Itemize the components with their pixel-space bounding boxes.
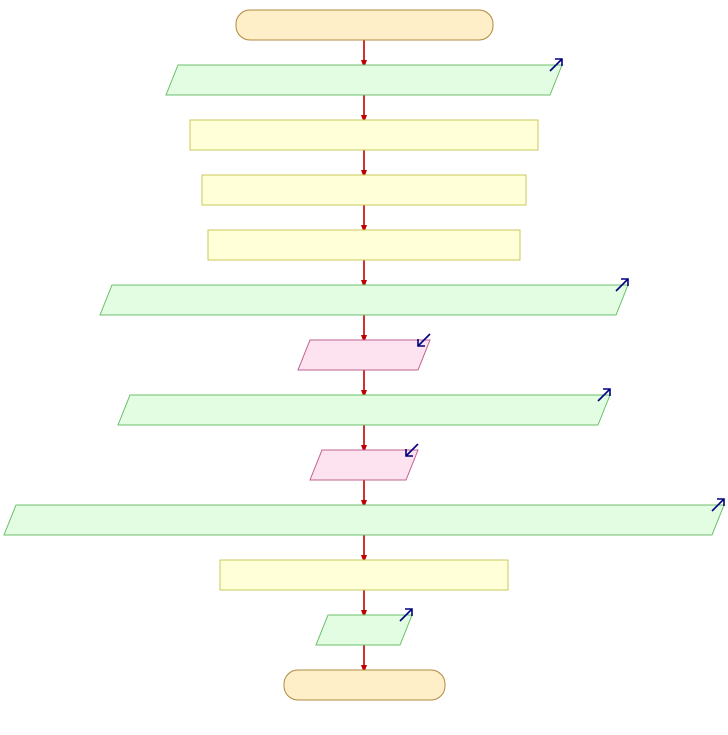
output-node[interactable]: [117, 388, 611, 426]
process-node[interactable]: [207, 229, 521, 261]
output-node[interactable]: [3, 498, 725, 536]
output-arrow-icon: [549, 58, 563, 72]
output-node[interactable]: [315, 608, 413, 646]
output-node[interactable]: [99, 278, 629, 316]
input-arrow-icon: [405, 443, 419, 457]
output-arrow-icon: [399, 608, 413, 622]
output-arrow-icon: [615, 278, 629, 292]
start-terminal[interactable]: [235, 9, 494, 41]
output-node[interactable]: [165, 58, 563, 96]
process-node[interactable]: [219, 559, 509, 591]
input-node[interactable]: [297, 333, 431, 371]
process-node[interactable]: [201, 174, 527, 206]
output-arrow-icon: [597, 388, 611, 402]
process-node[interactable]: [189, 119, 539, 151]
input-node[interactable]: [309, 443, 419, 481]
input-arrow-icon: [417, 333, 431, 347]
end-terminal[interactable]: [283, 669, 446, 701]
output-arrow-icon: [711, 498, 725, 512]
